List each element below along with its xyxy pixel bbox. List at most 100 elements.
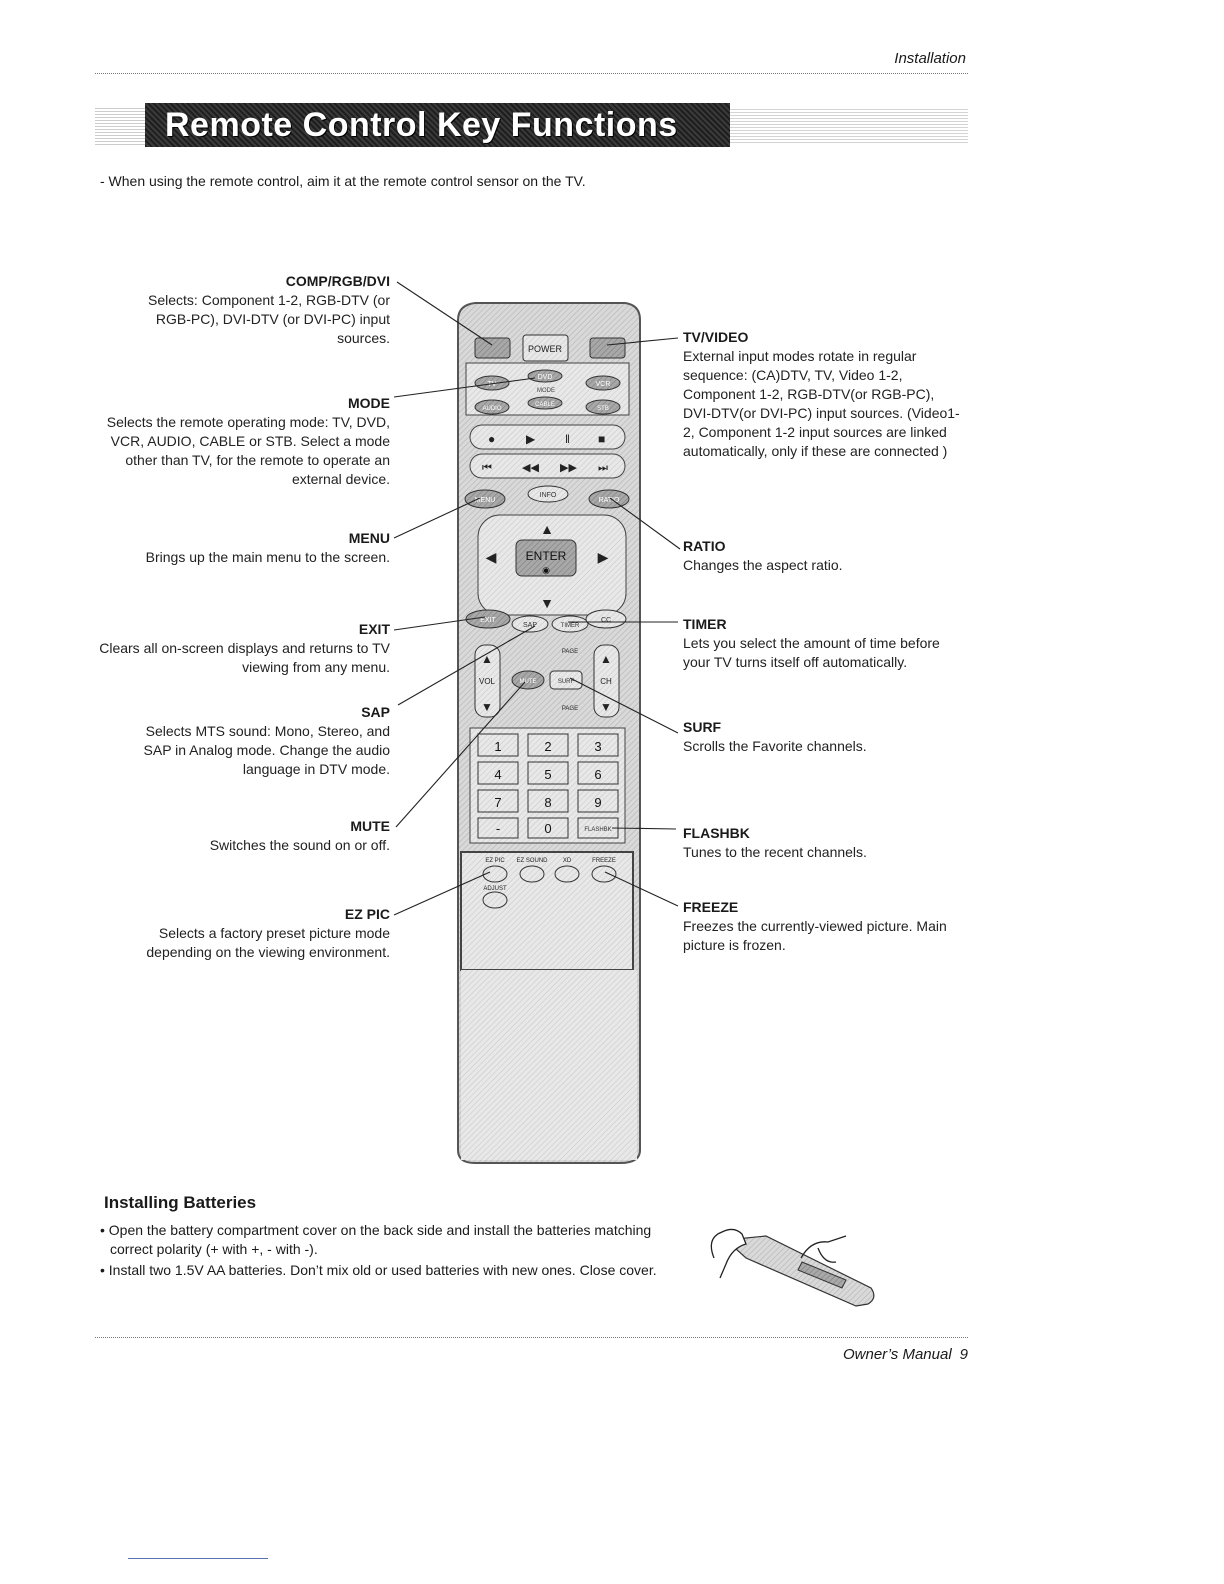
xd-key-label: XD (563, 858, 572, 864)
timer-button (551, 615, 589, 633)
mode-label: MODE (537, 388, 555, 394)
vol-rocker (474, 644, 501, 718)
power-button (522, 334, 569, 362)
rewind-icon: ◀◀ (522, 462, 539, 474)
exit-key-label: EXIT (480, 617, 496, 624)
remote-bottom-panel (461, 970, 637, 1160)
key-name: SURF (683, 719, 722, 735)
freeze-button (591, 865, 617, 883)
digit-1-label: 1 (494, 739, 501, 754)
vol-down-icon: ▼ (481, 700, 493, 714)
key-description: Scrolls the Favorite channels. (683, 738, 867, 754)
page-down-label: PAGE (562, 706, 578, 712)
surf-key-label: SURF (558, 679, 575, 685)
mode-vcr-label: VCR (596, 381, 611, 388)
key-name: RATIO (683, 538, 726, 554)
digit-2-button (527, 733, 569, 757)
dash-label: - (496, 821, 500, 836)
mode-audio-label: AUDIO (482, 406, 501, 412)
digit-6-label: 6 (594, 767, 601, 782)
intro-note: - When using the remote control, aim it … (100, 173, 586, 189)
label-menu: MENU Brings up the main menu to the scre… (90, 529, 390, 567)
key-name: EXIT (358, 621, 390, 637)
mode-tv-label: TV (488, 381, 497, 388)
label-surf: SURF Scrolls the Favorite channels. (683, 718, 963, 756)
cc-button (585, 609, 627, 629)
label-exit: EXIT Clears all on-screen displays and r… (90, 620, 390, 677)
mode-stb-button (585, 399, 621, 415)
adjust-key-label: ADJUST (483, 886, 507, 892)
label-ez-pic: EZ PIC Selects a factory preset picture … (120, 905, 390, 962)
stop-icon: ■ (598, 432, 605, 446)
label-flashbk: FLASHBK Tunes to the recent channels. (683, 824, 963, 862)
mute-button (511, 670, 545, 690)
key-name: FLASHBK (683, 825, 750, 841)
enter-button (515, 539, 577, 577)
cc-key-label: CC (601, 617, 611, 624)
mode-tv-button (474, 375, 510, 391)
ch-key-label: CH (600, 677, 612, 686)
digit-7-label: 7 (494, 795, 501, 810)
battery-instruction: • Open the battery compartment cover on … (100, 1222, 652, 1257)
page-number: 9 (959, 1346, 968, 1363)
page-footer: Owner’s Manual 9 (843, 1346, 968, 1363)
key-description: Changes the aspect ratio. (683, 557, 843, 573)
footer-rule (95, 1337, 968, 1338)
label-ratio: RATIO Changes the aspect ratio. (683, 537, 963, 575)
key-name: COMP/RGB/DVI (285, 273, 390, 289)
enter-key-label: ENTER (526, 549, 567, 563)
mode-audio-button (474, 399, 510, 415)
ez-pic-button (482, 865, 508, 883)
flashbk-key-label: FLASHBK (584, 827, 611, 833)
digit-6-button (577, 761, 619, 785)
mode-dvd-label: DVD (538, 374, 553, 381)
digit-4-button (477, 761, 519, 785)
label-mode: MODE Selects the remote operating mode: … (90, 394, 390, 489)
page-up-label: PAGE (562, 649, 578, 655)
key-name: FREEZE (683, 899, 739, 915)
digit-7-button (477, 789, 519, 813)
ch-up-icon: ▲ (600, 652, 612, 666)
battery-instruction: • Install two 1.5V AA batteries. Don’t m… (100, 1262, 657, 1278)
key-description: Lets you select the amount of time befor… (683, 635, 940, 670)
dash-button (477, 817, 519, 839)
key-name: EZ PIC (344, 906, 390, 922)
key-name: MENU (348, 530, 390, 546)
key-description: Brings up the main menu to the screen. (145, 549, 390, 565)
tv-video-button (589, 337, 626, 359)
ratio-key-label: RATIO (599, 497, 620, 504)
digit-0-label: 0 (544, 821, 551, 836)
ez-sound-key-label: EZ SOUND (516, 858, 548, 864)
skip-back-icon: ⏮ (482, 462, 492, 474)
battery-cover-shape (797, 1261, 847, 1289)
adjust-button (482, 891, 508, 909)
mode-cable-label: CABLE (535, 402, 555, 408)
header-rule (95, 73, 968, 74)
left-arrow-icon: ◀ (486, 549, 497, 565)
vol-up-icon: ▲ (481, 652, 493, 666)
power-label: POWER (528, 344, 563, 354)
comp-rgb-dvi-button (474, 337, 511, 359)
batteries-list: • Open the battery compartment cover on … (100, 1221, 660, 1282)
exit-button (465, 609, 511, 629)
section-header: Installation (894, 50, 966, 67)
menu-button (464, 489, 506, 509)
mode-stb-label: STB (597, 406, 609, 412)
manual-name: Owner’s Manual (842, 1346, 952, 1363)
digit-5-button (527, 761, 569, 785)
digit-4-label: 4 (494, 767, 501, 782)
digit-1-button (477, 733, 519, 757)
title-hatch-right (730, 109, 968, 143)
bottom-link-line (128, 1558, 268, 1559)
digit-5-label: 5 (544, 767, 551, 782)
transport-row-2 (469, 453, 626, 479)
key-description: Freezes the currently-viewed picture. Ma… (683, 918, 947, 953)
hand-left-shape (710, 1228, 747, 1279)
key-name: MODE (348, 395, 390, 411)
label-freeze: FREEZE Freezes the currently-viewed pict… (683, 898, 963, 955)
page-title: Remote Control Key Functions (145, 103, 730, 147)
record-icon: ● (488, 432, 495, 446)
label-sap: SAP Selects MTS sound: Mono, Stereo, and… (120, 703, 390, 779)
mode-vcr-button (585, 375, 621, 391)
